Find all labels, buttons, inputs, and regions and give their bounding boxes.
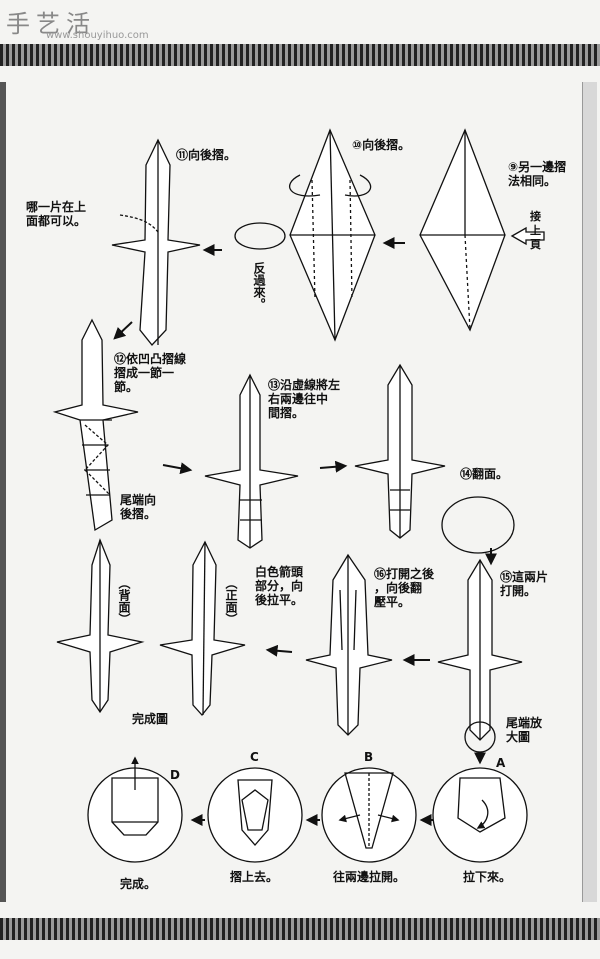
- step15-label: ⑮這兩片 打開。: [500, 570, 549, 598]
- white-arrow-note: 白色箭頭 部分，向 後拉平。: [255, 565, 304, 607]
- step13-figure: [204, 373, 299, 549]
- continue-arrow-icon: [510, 226, 545, 246]
- pull-sides-label: 往兩邊拉開。: [333, 870, 406, 884]
- flow-arrows: [113, 237, 497, 826]
- finished-back-figure: [56, 538, 145, 714]
- done-label: 完成。: [120, 877, 157, 891]
- step16-label: ⑯打開之後 ，向後翻 壓平。: [374, 567, 435, 609]
- step14-figure: [354, 363, 446, 539]
- circle-a-label: A: [496, 756, 506, 770]
- step9-label: ⑨另一邊摺 法相同。: [508, 160, 567, 188]
- step12-label: ⑫依凹凸摺線 摺成一節一 節。: [114, 352, 187, 394]
- step14-label: ⑭翻面。: [460, 467, 509, 481]
- step10-figure: [288, 128, 376, 342]
- step11-label: ⑪向後摺。: [176, 148, 237, 162]
- pull-down-label: 拉下來。: [463, 870, 512, 884]
- circle-b-label: B: [364, 750, 374, 764]
- circle-c-label: C: [250, 750, 259, 764]
- finished-front-figure: [159, 540, 246, 717]
- step15-figure: [437, 558, 523, 741]
- continued-label: 接上頁: [530, 210, 541, 251]
- top-border-stripe: [0, 44, 600, 66]
- flip-oval-icon: [234, 222, 286, 250]
- front-side-label: （正面）: [224, 577, 238, 625]
- step12-figure: [52, 318, 139, 532]
- turn-over-oval-icon: [441, 496, 515, 554]
- step16-figure: [305, 553, 393, 736]
- step11-figure: [111, 138, 201, 346]
- flip-over-label: 反過來。: [252, 262, 266, 310]
- bottom-border-stripe: [0, 918, 600, 940]
- detail-circle-a: [432, 767, 528, 863]
- back-side-label: （背面）: [117, 577, 131, 625]
- left-edge-bar: [0, 82, 6, 902]
- completed-figure-label: 完成圖: [132, 712, 169, 726]
- tail-fold-note: 尾端向 後摺。: [120, 493, 157, 521]
- any-side-note: 哪一片在上 面都可以。: [26, 200, 87, 228]
- watermark-logo: 手艺活: [6, 10, 96, 38]
- detail-circle-b: [321, 767, 417, 863]
- step10-label: ⑩向後摺。: [352, 138, 411, 152]
- circle-d-label: D: [170, 768, 180, 782]
- step13-label: ⑬沿虛線將左 右兩邊往中 間摺。: [268, 378, 341, 420]
- step9-figure: [419, 128, 506, 332]
- detail-circle-d: [87, 756, 183, 863]
- detail-circle-c: [207, 767, 303, 863]
- watermark-url: www.shouyihuo.com: [46, 30, 149, 41]
- fold-up-label: 摺上去。: [230, 870, 279, 884]
- right-edge-bar: [582, 82, 597, 902]
- tail-zoom-label: 尾端放 大圖: [506, 716, 543, 744]
